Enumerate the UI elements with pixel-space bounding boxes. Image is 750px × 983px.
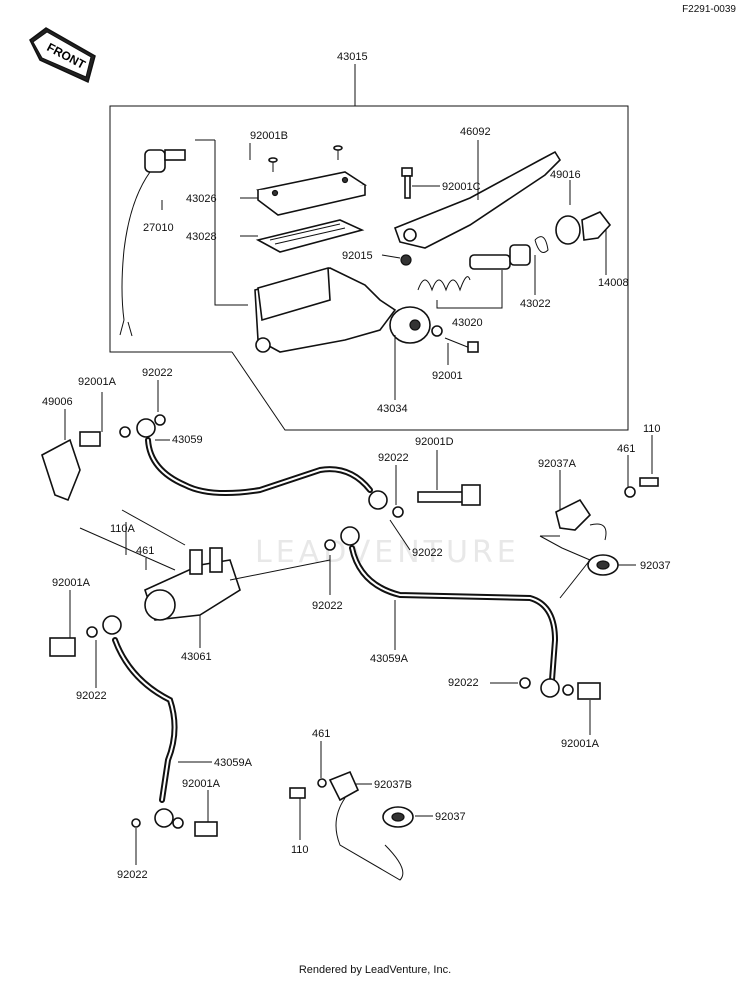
part-label: 92001B [250, 130, 288, 142]
brake-hose-icon [136, 418, 388, 510]
part-label: 92022 [312, 600, 343, 612]
diaphragm-icon [255, 219, 365, 253]
part-label: 43061 [181, 651, 212, 663]
brake-switch-icon [119, 149, 186, 337]
part-label: 92037 [640, 560, 671, 572]
part-label: 49016 [550, 169, 581, 181]
part-label: 110 [643, 423, 661, 435]
washer-icon [392, 506, 404, 518]
part-label: 92001D [415, 436, 454, 448]
grommet-icon [587, 554, 619, 576]
part-label: 92022 [142, 367, 173, 379]
part-labels: 43015 92001B 46092 43026 92001C 49016 27… [42, 51, 671, 881]
part-label: 461 [312, 728, 330, 740]
part-label: 43022 [520, 298, 551, 310]
nut-icon [400, 254, 412, 266]
front-arrow-icon: FRONT [29, 27, 96, 84]
part-label: 43034 [377, 403, 408, 415]
clamp-icon [555, 477, 659, 541]
washer-icon [324, 539, 336, 551]
watermark: LEADVENTURE [255, 535, 520, 570]
part-label: 92037B [374, 779, 412, 791]
bolt-icon [401, 167, 413, 199]
part-label: 92001C [442, 181, 481, 193]
hose-clamp-bracket-icon [289, 770, 404, 881]
part-label: 46092 [460, 126, 491, 138]
switch-boot-icon [41, 414, 166, 502]
part-label: 110A [110, 523, 136, 535]
part-label: 92001A [52, 577, 91, 589]
bolt-icon [417, 484, 481, 506]
piston-spring-icon [417, 211, 612, 292]
brake-joint-icon [79, 509, 241, 621]
part-label: 461 [617, 443, 635, 455]
part-label: 92037 [435, 811, 466, 823]
master-cylinder-icon [254, 266, 431, 353]
screw-icon [268, 145, 343, 172]
part-label: 92022 [378, 452, 409, 464]
part-label: 49006 [42, 396, 73, 408]
part-label: 27010 [143, 222, 174, 234]
grommet-icon [382, 806, 414, 828]
part-label: 43015 [337, 51, 368, 63]
part-label: 43059A [214, 757, 253, 769]
part-label: 92037A [538, 458, 577, 470]
reservoir-cap-icon [256, 171, 368, 216]
bolt-icon [431, 325, 479, 353]
footer-credit: Rendered by LeadVenture, Inc. [298, 964, 452, 976]
washer-icon [131, 818, 141, 828]
part-label: 92001A [78, 376, 117, 388]
assembly-boundary [109, 105, 629, 431]
brake-hose-icon [49, 615, 218, 837]
part-label: 43059A [370, 653, 409, 665]
part-label: 92022 [76, 690, 107, 702]
part-label: 43028 [186, 231, 217, 243]
part-label: 43020 [452, 317, 483, 329]
brake-hose-icon [340, 526, 601, 700]
part-label: 92022 [412, 547, 443, 559]
part-label: 110 [291, 844, 309, 856]
part-label: 92022 [117, 869, 148, 881]
part-label: 92001A [182, 778, 221, 790]
part-label: 92001A [561, 738, 600, 750]
document-id: F2291-0039 [682, 4, 736, 15]
part-label: 92022 [448, 677, 479, 689]
part-label: 461 [136, 545, 154, 557]
leader-lines [64, 64, 653, 865]
part-label: 92001 [432, 370, 463, 382]
part-label: 14008 [598, 277, 629, 289]
part-label: 43026 [186, 193, 217, 205]
part-label: 43059 [172, 434, 203, 446]
part-label: 92015 [342, 250, 373, 262]
